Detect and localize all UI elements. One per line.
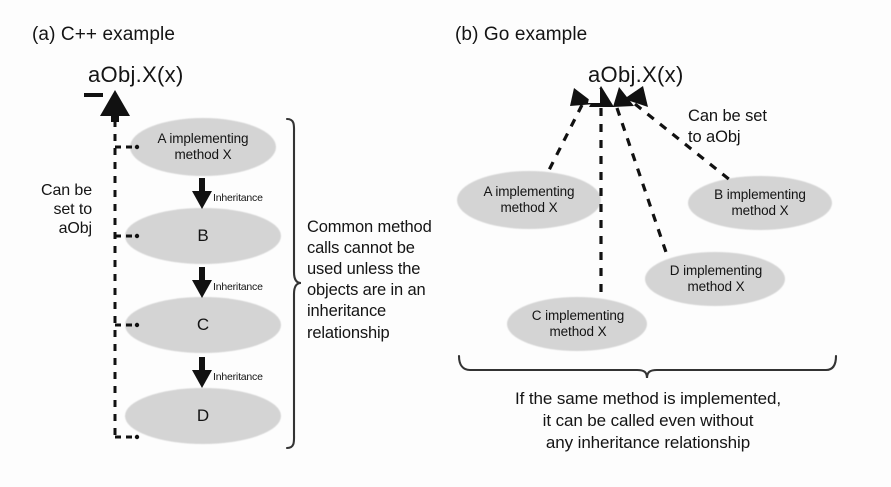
node-b-C-label: C implementing method X bbox=[531, 308, 625, 339]
node-a-C-label: C bbox=[196, 315, 210, 334]
arrowhead-left bbox=[570, 88, 595, 106]
edge-b-A bbox=[544, 104, 584, 177]
node-b-B-label: B implementing method X bbox=[714, 187, 806, 218]
arrowhead-gap bbox=[588, 89, 600, 103]
panel-b-call-label: aObj.X(x) bbox=[588, 62, 684, 87]
panel-b-arrowheads bbox=[570, 86, 648, 107]
panel-b-title: (b) Go example bbox=[455, 24, 588, 45]
node-a-B-label: B bbox=[197, 226, 209, 245]
panel-b-brace bbox=[457, 354, 838, 379]
edge-b-D bbox=[615, 107, 670, 259]
panel-a-brace-note: Common method calls cannot be used unles… bbox=[307, 218, 432, 342]
inheritance-arrow-ab bbox=[192, 178, 212, 209]
arrowhead-right bbox=[624, 86, 648, 107]
inheritance-label-cd: Inheritance bbox=[213, 371, 263, 383]
panel-a-brace bbox=[285, 117, 302, 450]
arrowhead-mid-right bbox=[613, 87, 634, 107]
inheritance-arrow-cd bbox=[192, 357, 212, 388]
panel-a-inheritance-arrows bbox=[192, 178, 212, 388]
panel-b-bottom-note: If the same method is implemented, it ca… bbox=[515, 389, 781, 453]
panel-a-left-note: Can be set to aObj bbox=[41, 182, 92, 237]
panel-a-call-arrow bbox=[84, 90, 130, 122]
panel-a-connectors bbox=[115, 145, 132, 439]
inheritance-arrow-bc bbox=[192, 267, 212, 298]
node-a-A-label: A implementing method X bbox=[157, 131, 249, 162]
node-b-D-label: D implementing method X bbox=[669, 263, 763, 294]
inheritance-label-ab: Inheritance bbox=[213, 192, 263, 204]
panel-a-call-label: aObj.X(x) bbox=[88, 62, 184, 87]
panel-a-connector-dots bbox=[134, 144, 140, 440]
node-b-A-label: A implementing method X bbox=[483, 184, 575, 215]
node-a-D-label: D bbox=[196, 406, 210, 425]
panel-a-title: (a) C++ example bbox=[32, 24, 176, 45]
panel-b-side-note: Can be set to aObj bbox=[688, 107, 767, 146]
arrowhead-mid-left bbox=[589, 86, 614, 107]
inheritance-label-bc: Inheritance bbox=[213, 281, 263, 293]
